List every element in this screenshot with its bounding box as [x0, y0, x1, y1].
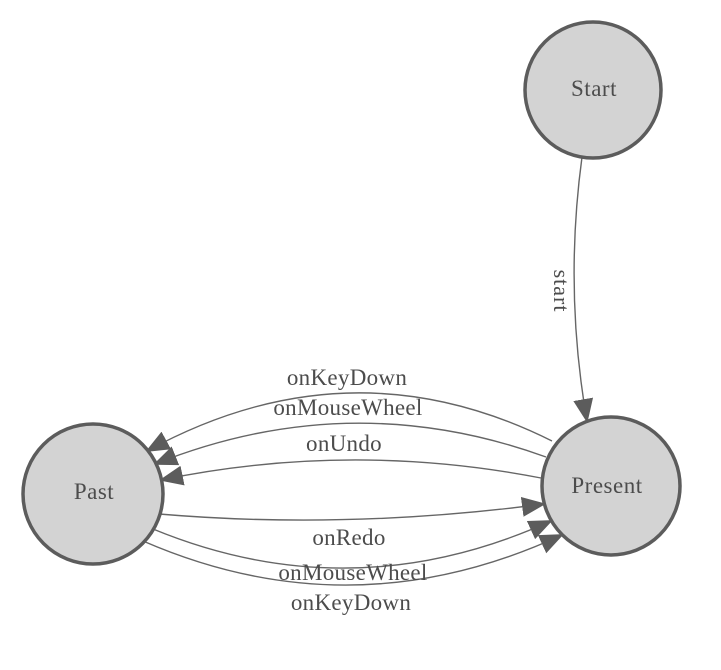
- node-past: Past: [21, 422, 165, 566]
- edge-past-to-present-onmousewheel: [152, 520, 553, 569]
- edge-present-to-past-onundo: [159, 459, 542, 486]
- edge-label-start: start: [549, 270, 574, 313]
- edge-present-to-past-onmousewheel: [153, 422, 547, 466]
- node-start: Start: [523, 20, 663, 160]
- edge-past-to-present-onredo: [158, 496, 546, 521]
- present-node-label: Present: [571, 473, 642, 498]
- edge-start-to-present: [573, 156, 594, 423]
- past-node-label: Past: [74, 479, 114, 504]
- edge-label-onundo: onUndo: [306, 431, 382, 456]
- start-node-circle: [523, 20, 663, 160]
- edge-label-onmousewheel-bottom: onMouseWheel: [278, 560, 427, 585]
- edge-label-onmousewheel-top: onMouseWheel: [273, 395, 422, 420]
- edge-label-onkeydown-bottom: onKeyDown: [291, 590, 411, 615]
- edge-past-to-present-onkeydown: [142, 534, 564, 586]
- present-node-circle: [540, 415, 682, 557]
- edge-label-onkeydown-top: onKeyDown: [287, 365, 407, 390]
- edge-label-onredo: onRedo: [312, 525, 385, 550]
- start-node-label: Start: [571, 76, 617, 101]
- edge-present-to-past-onkeydown: [145, 392, 553, 452]
- past-node-circle: [21, 422, 165, 566]
- node-present: Present: [540, 415, 682, 557]
